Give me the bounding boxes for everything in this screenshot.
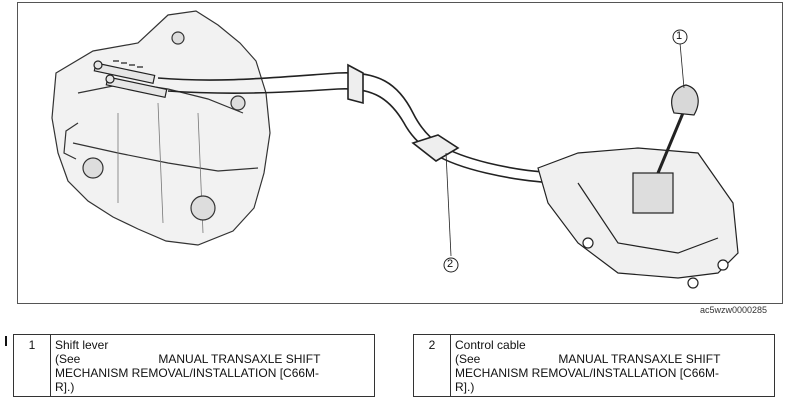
part-table-1: 1 Shift lever (See MANUAL TRANSAXLE SHIFT… <box>13 334 375 397</box>
part-description: Control cable (See MANUAL TRANSAXLE SHIFT… <box>450 334 775 397</box>
transaxle-drawing <box>51 10 271 246</box>
part-table-2: 2 Control cable (See MANUAL TRANSAXLE SHI… <box>413 334 775 397</box>
table-row: 1 Shift lever (See MANUAL TRANSAXLE SHIFT… <box>13 334 375 397</box>
see-reference-end: R].) <box>455 380 475 394</box>
callout-1 <box>672 29 688 45</box>
table-row: 2 Control cable (See MANUAL TRANSAXLE SHI… <box>413 334 775 397</box>
see-reference-line: (See MANUAL TRANSAXLE SHIFT <box>55 352 370 366</box>
figure-code: ac5wzw0000285 <box>700 305 768 315</box>
leader-lines <box>445 42 685 257</box>
see-reference-link[interactable]: MANUAL TRANSAXLE SHIFT <box>558 352 721 366</box>
callout-2-label: 2 <box>447 258 454 270</box>
see-reference-cont[interactable]: MECHANISM REMOVAL/INSTALLATION [C66M- <box>55 366 320 380</box>
shift-lever-drawing <box>537 84 739 289</box>
part-description: Shift lever (See MANUAL TRANSAXLE SHIFT M… <box>50 334 375 397</box>
cable-end-drawing <box>93 60 168 99</box>
part-number: 2 <box>413 334 451 397</box>
illustration-frame: 1 2 <box>17 2 783 304</box>
see-reference-link[interactable]: MANUAL TRANSAXLE SHIFT <box>158 352 321 366</box>
callout-1-label: 1 <box>676 30 683 42</box>
see-reference-end: R].) <box>55 380 75 394</box>
part-name: Shift lever <box>55 338 109 352</box>
margin-mark <box>5 336 7 346</box>
shift-mechanism-illustration <box>51 10 739 289</box>
see-reference-line: (See MANUAL TRANSAXLE SHIFT <box>455 352 770 366</box>
see-prefix: (See <box>55 352 81 366</box>
part-number: 1 <box>13 334 51 397</box>
callout-2 <box>443 257 459 273</box>
control-cable-drawing <box>157 63 579 188</box>
see-reference-cont[interactable]: MECHANISM REMOVAL/INSTALLATION [C66M- <box>455 366 720 380</box>
part-name: Control cable <box>455 338 526 352</box>
see-prefix: (See <box>455 352 481 366</box>
